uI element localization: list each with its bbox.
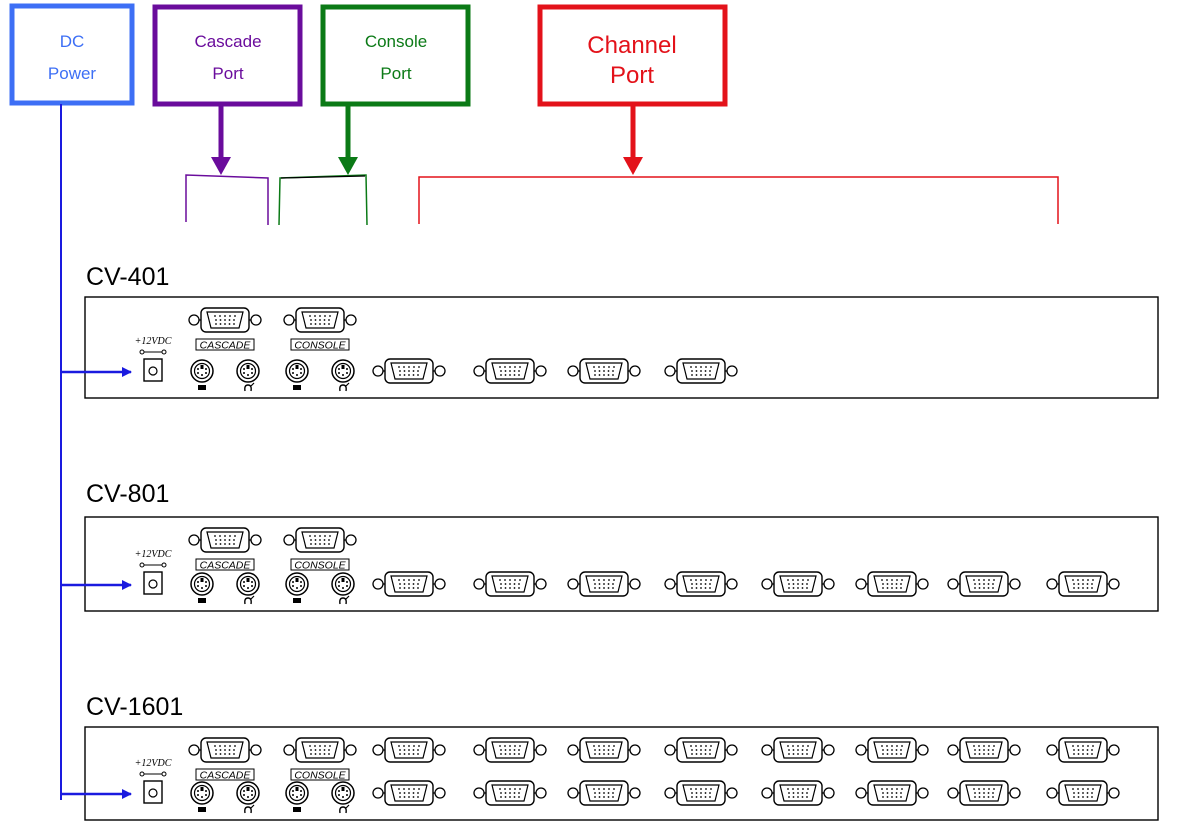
model-title: CV-801 — [86, 480, 169, 508]
model-title: CV-401 — [86, 263, 169, 291]
model-cv-801: CV-801 +12VDC CASCADE CONSOLE — [61, 480, 1159, 612]
cascade-vga-port — [188, 737, 262, 763]
cascade-label-text: CASCADE — [200, 770, 252, 782]
console-vga-port — [283, 737, 357, 763]
channel-port — [761, 571, 835, 597]
channel-port — [761, 737, 835, 763]
console-mouse-port — [331, 572, 355, 605]
console-port-label-line2: Port — [380, 64, 411, 83]
console-label-text: CONSOLE — [294, 340, 346, 352]
cascade-label: CASCADE — [195, 768, 255, 782]
cascade-keyboard-port — [190, 359, 214, 390]
channel-port — [372, 571, 446, 597]
channel-port — [761, 780, 835, 806]
channel-port — [567, 571, 641, 597]
channel-port-label-line1: Channel — [587, 32, 676, 59]
channel-port — [664, 780, 738, 806]
dc-power-jack: +12VDC — [135, 336, 172, 382]
channel-port — [1046, 780, 1120, 806]
console-keyboard-port — [285, 781, 309, 812]
channel-port — [473, 358, 547, 384]
cascade-vga-port — [188, 527, 262, 553]
dc-power-jack: +12VDC — [135, 758, 172, 804]
cascade-label-text: CASCADE — [200, 340, 252, 352]
cascade-pointer — [185, 104, 269, 225]
channel-port — [372, 358, 446, 384]
channel-port — [473, 737, 547, 763]
channel-port-label-box: Channel Port — [537, 4, 728, 107]
channel-port — [473, 780, 547, 806]
dc-power-label-line2: Power — [48, 64, 97, 83]
model-panels: CV-401 +12VDC CASCADE CONSOLE CV-801 +12VDC CA… — [61, 263, 1159, 821]
console-keyboard-port — [285, 572, 309, 603]
channel-port — [664, 737, 738, 763]
console-pointer — [278, 104, 368, 226]
power-label: +12VDC — [135, 549, 172, 560]
console-label: CONSOLE — [290, 558, 350, 572]
cascade-port-label-line1: Cascade — [194, 32, 261, 51]
console-mouse-port — [331, 359, 355, 392]
cascade-label-text: CASCADE — [200, 560, 252, 572]
console-mouse-port — [331, 781, 355, 814]
console-label: CONSOLE — [290, 338, 350, 352]
channel-port — [947, 737, 1021, 763]
dc-power-jack: +12VDC — [135, 549, 172, 595]
channel-port — [855, 571, 929, 597]
channel-port — [567, 737, 641, 763]
cascade-mouse-port — [236, 359, 260, 392]
channel-port — [1046, 737, 1120, 763]
model-cv-1601: CV-1601 +12VDC CASCADE CONSOLE — [61, 693, 1159, 821]
channel-port — [567, 358, 641, 384]
cascade-label: CASCADE — [195, 558, 255, 572]
channel-port — [567, 780, 641, 806]
cascade-keyboard-port — [190, 572, 214, 603]
console-vga-port — [283, 307, 357, 333]
cascade-port-label-box: Cascade Port — [152, 4, 303, 107]
console-label-text: CONSOLE — [294, 770, 346, 782]
dc-power-label-line1: DC — [60, 32, 85, 51]
channel-port — [947, 571, 1021, 597]
channel-port — [372, 737, 446, 763]
console-port-label-box: Console Port — [320, 4, 471, 107]
cascade-mouse-port — [236, 572, 260, 605]
cascade-keyboard-port — [190, 781, 214, 812]
channel-port — [664, 571, 738, 597]
channel-port — [855, 780, 929, 806]
cascade-mouse-port — [236, 781, 260, 814]
console-port-label-line1: Console — [365, 32, 427, 51]
console-keyboard-port — [285, 359, 309, 390]
model-cv-401: CV-401 +12VDC CASCADE CONSOLE — [61, 263, 1159, 399]
channel-pointer — [418, 104, 1059, 224]
channel-port-label-line2: Port — [610, 62, 654, 89]
cascade-label: CASCADE — [195, 338, 255, 352]
dc-power-label-box: DC Power — [9, 3, 135, 106]
channel-port — [855, 737, 929, 763]
channel-port — [372, 780, 446, 806]
power-label: +12VDC — [135, 336, 172, 347]
console-vga-port — [283, 527, 357, 553]
channel-port — [664, 358, 738, 384]
channel-port — [1046, 571, 1120, 597]
console-label-text: CONSOLE — [294, 560, 346, 572]
cascade-port-label-line2: Port — [212, 64, 243, 83]
model-title: CV-1601 — [86, 693, 183, 721]
channel-port — [947, 780, 1021, 806]
console-label: CONSOLE — [290, 768, 350, 782]
channel-port — [473, 571, 547, 597]
cascade-vga-port — [188, 307, 262, 333]
power-label: +12VDC — [135, 758, 172, 769]
